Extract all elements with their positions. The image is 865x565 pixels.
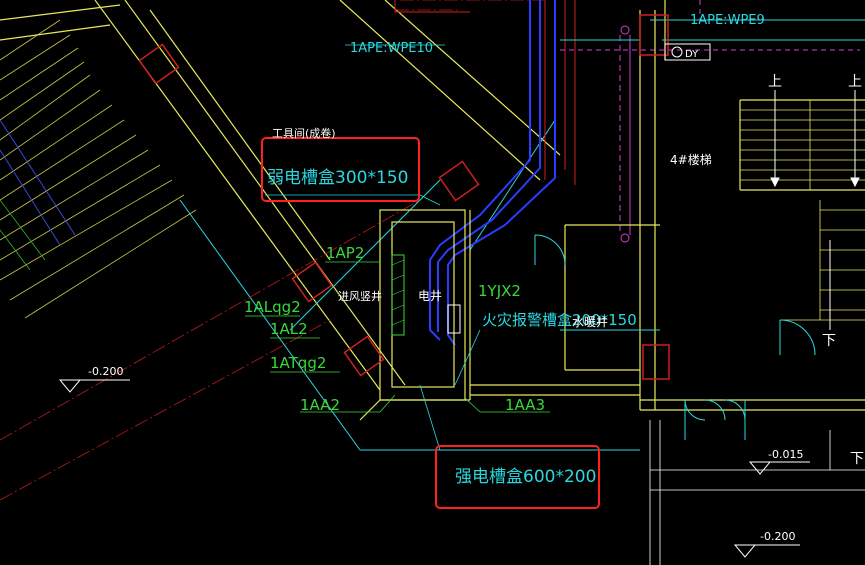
label-shaft: 电井	[418, 289, 442, 303]
elevation-marker-3	[733, 544, 800, 558]
white-lines	[649, 420, 865, 565]
label-weak-tray: 弱电槽盒300*150	[267, 168, 408, 188]
label-water-shaft: 水暖井	[572, 315, 608, 329]
highlight-strong-tray	[435, 445, 600, 509]
panel-box-al	[447, 304, 461, 334]
dy-symbol-box	[664, 43, 711, 61]
label-up-2: 上	[848, 74, 862, 90]
label-aa2: 1AA2	[300, 396, 340, 414]
structural-columns	[138, 14, 670, 380]
label-elev-2: -0.015	[768, 448, 803, 461]
cyan-door-swings	[534, 19, 865, 440]
right-stair-treads	[740, 100, 865, 321]
label-wind-shaft: 进风竖井	[338, 289, 382, 303]
label-wpe9: 1APE:WPE9	[690, 13, 765, 28]
label-strong-tray: 强电槽盒600*200	[455, 467, 596, 487]
right-stair-arrows	[770, 90, 860, 330]
label-wpe10: 1APE:WPE10	[350, 41, 433, 56]
label-down-1: 下	[822, 333, 836, 349]
label-atqg2: 1ATqg2	[270, 354, 326, 372]
green-hatch-lines	[391, 259, 405, 326]
magenta-lines	[560, 0, 860, 243]
label-aa3: 1AA3	[505, 396, 545, 414]
label-fire-tray: 火灾报警槽盒200*150	[482, 311, 637, 329]
label-elev-3: -0.200	[760, 530, 795, 543]
elevation-marker-2	[748, 461, 810, 475]
label-al2: 1AL2	[270, 320, 308, 338]
label-jx2: 1YJX2	[478, 282, 521, 300]
label-tool-room: 工具间(成卷)	[272, 126, 336, 140]
left-green-stripes	[0, 199, 46, 271]
elevation-marker-1	[58, 379, 130, 393]
label-elev-1: -0.200	[88, 365, 123, 378]
label-stair: 4#楼梯	[670, 152, 712, 167]
red-solid-lines	[394, 0, 576, 185]
cyan-diagonal-walls	[179, 119, 640, 451]
red-axis-lines	[0, 0, 545, 501]
label-dy: DY	[685, 49, 699, 60]
label-ap2: 1AP2	[326, 244, 364, 262]
left-stair-hatch	[0, 19, 197, 319]
label-up-1: 上	[768, 74, 782, 90]
left-blue-stripes	[0, 119, 76, 246]
label-down-2: 下	[850, 451, 864, 467]
label-alqg2: 1ALqg2	[244, 298, 301, 316]
label-leaders	[265, 44, 481, 451]
right-building-walls	[470, 0, 865, 411]
highlight-weak-tray	[261, 137, 420, 202]
green-leaders	[245, 261, 550, 413]
dy-symbol-circle	[671, 46, 683, 58]
